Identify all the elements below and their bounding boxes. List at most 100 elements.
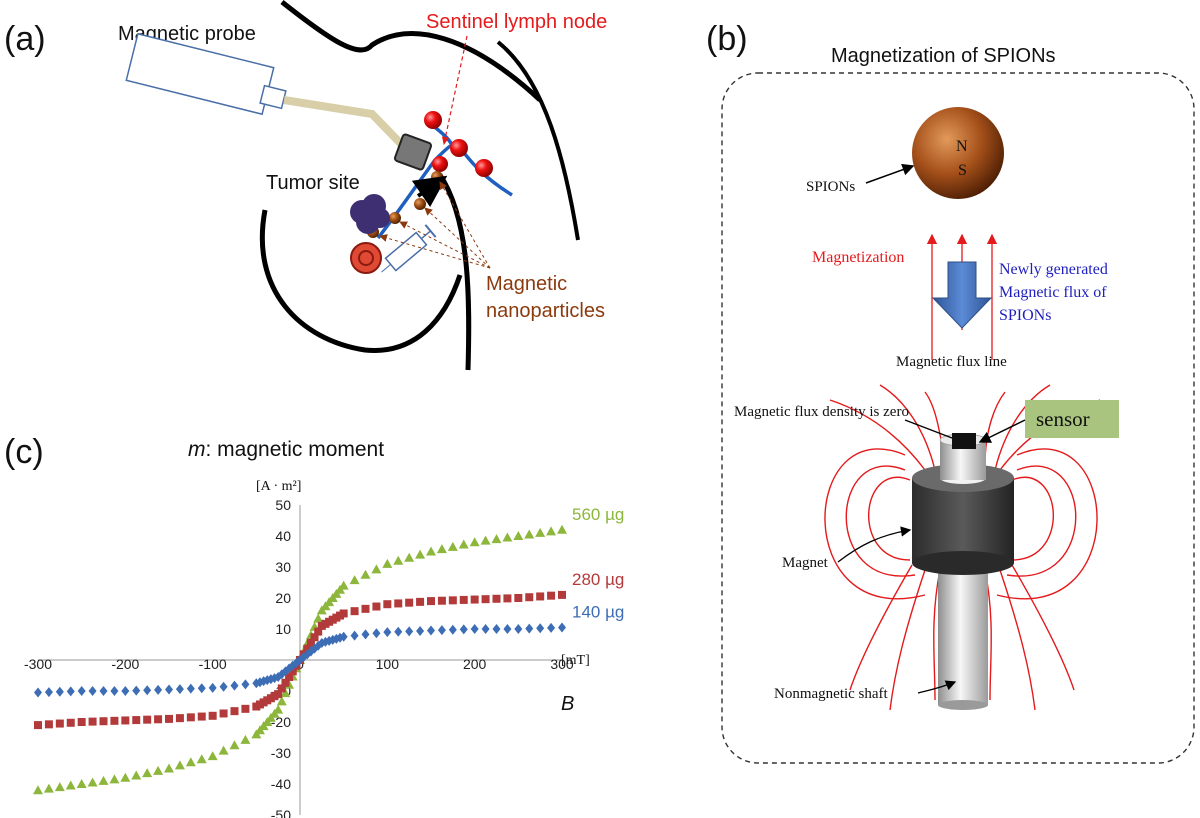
data-point	[383, 600, 392, 609]
data-point	[350, 630, 359, 641]
panel-c-label: (c)	[4, 433, 44, 471]
data-point	[448, 624, 457, 635]
chest-wall-outline	[437, 173, 472, 371]
data-point	[230, 680, 239, 691]
magnet	[912, 464, 1014, 575]
data-point	[99, 717, 108, 726]
data-point	[164, 763, 174, 773]
data-point	[131, 770, 142, 780]
nanoparticle	[414, 198, 426, 210]
y-tick-label: 50	[275, 497, 291, 513]
data-point	[34, 721, 42, 730]
tumor	[350, 194, 390, 234]
spions-label: SPIONs	[806, 179, 855, 195]
data-point	[416, 597, 425, 606]
data-point	[436, 544, 447, 554]
data-point	[175, 714, 184, 723]
y-tick-label: 30	[275, 559, 291, 575]
data-point	[361, 629, 370, 640]
data-point	[514, 594, 523, 602]
data-point	[360, 569, 371, 579]
data-point	[143, 685, 152, 696]
data-point	[469, 537, 480, 547]
x-tick-label: 300	[550, 656, 574, 672]
probe-connector	[259, 84, 287, 110]
north-pole-label: N	[956, 138, 968, 155]
injection-target	[350, 242, 382, 274]
data-point	[525, 593, 534, 602]
data-point	[405, 626, 414, 637]
data-point	[513, 531, 524, 540]
data-point	[55, 686, 64, 697]
data-point	[382, 558, 393, 568]
x-tick-label: -100	[199, 656, 227, 672]
data-point	[313, 613, 324, 623]
data-point	[314, 627, 323, 636]
data-point	[121, 716, 130, 725]
nonmagnetic-shaft-label: Nonmagnetic shaft	[774, 686, 889, 702]
y-tick-label: -40	[271, 776, 291, 792]
magnetic-nanoparticles-label-line1: Magnetic	[486, 273, 567, 295]
data-point	[33, 785, 43, 795]
newly-generated-flux-label-line1: Newly generated	[999, 261, 1108, 278]
data-point	[459, 595, 468, 604]
y-tick-label: 40	[275, 528, 291, 544]
data-point	[273, 704, 284, 714]
data-point	[88, 717, 97, 726]
data-point	[547, 622, 556, 633]
data-point	[557, 524, 567, 534]
magnetic-probe	[125, 32, 433, 171]
data-point	[109, 774, 120, 784]
series-label: 280 µg	[572, 570, 624, 589]
data-point	[288, 667, 297, 676]
data-point	[306, 638, 315, 647]
data-point	[44, 720, 53, 729]
x-tick-label: 200	[463, 656, 487, 672]
body-outline-right	[496, 40, 580, 241]
data-point	[207, 751, 218, 761]
chart-title-text: : magnetic moment	[206, 438, 385, 461]
data-point	[208, 682, 217, 693]
newly-generated-flux-label-line3: SPIONs	[999, 307, 1051, 324]
data-point	[536, 592, 545, 601]
data-point	[219, 709, 228, 718]
data-point	[470, 624, 479, 634]
series-label: 140 µg	[572, 602, 624, 621]
x-tick-label: 100	[376, 656, 400, 672]
data-point	[87, 777, 98, 787]
zero-flux-pointer	[904, 419, 953, 439]
data-point	[349, 575, 360, 585]
sensor-box	[1025, 400, 1119, 438]
data-point	[186, 683, 195, 694]
tumor-site-label: Tumor site	[266, 172, 360, 194]
data-point	[437, 625, 446, 636]
syringe-icon	[381, 224, 437, 273]
data-point	[426, 546, 436, 556]
data-point	[77, 718, 86, 726]
probe-tip	[393, 133, 433, 171]
y-axis-unit: [A · m²]	[256, 479, 301, 494]
data-point	[285, 673, 294, 682]
data-point	[492, 594, 501, 603]
magnet-label: Magnet	[782, 555, 829, 571]
data-point	[196, 754, 207, 764]
data-point	[165, 714, 173, 723]
magnetic-nanoparticles-label-line2: nanoparticles	[486, 300, 605, 322]
data-point	[415, 549, 426, 559]
sensor-label: sensor	[1036, 407, 1090, 431]
data-point	[339, 609, 348, 618]
data-point	[558, 590, 566, 599]
data-point	[448, 596, 457, 605]
magnetic-flux-line-label: Magnetic flux line	[896, 354, 1007, 370]
data-point	[535, 527, 546, 537]
panel-a: (a) Magnetic probe Sentinel lymph node T…	[4, 0, 607, 371]
y-tick-label: 20	[275, 590, 291, 606]
data-point	[110, 716, 119, 725]
data-point	[197, 712, 206, 721]
shaft-pointer	[917, 680, 957, 694]
data-point	[241, 704, 250, 713]
panel-c: (c) m: magnetic moment [A · m²] [mT] B -…	[4, 433, 624, 818]
data-point	[99, 686, 108, 696]
